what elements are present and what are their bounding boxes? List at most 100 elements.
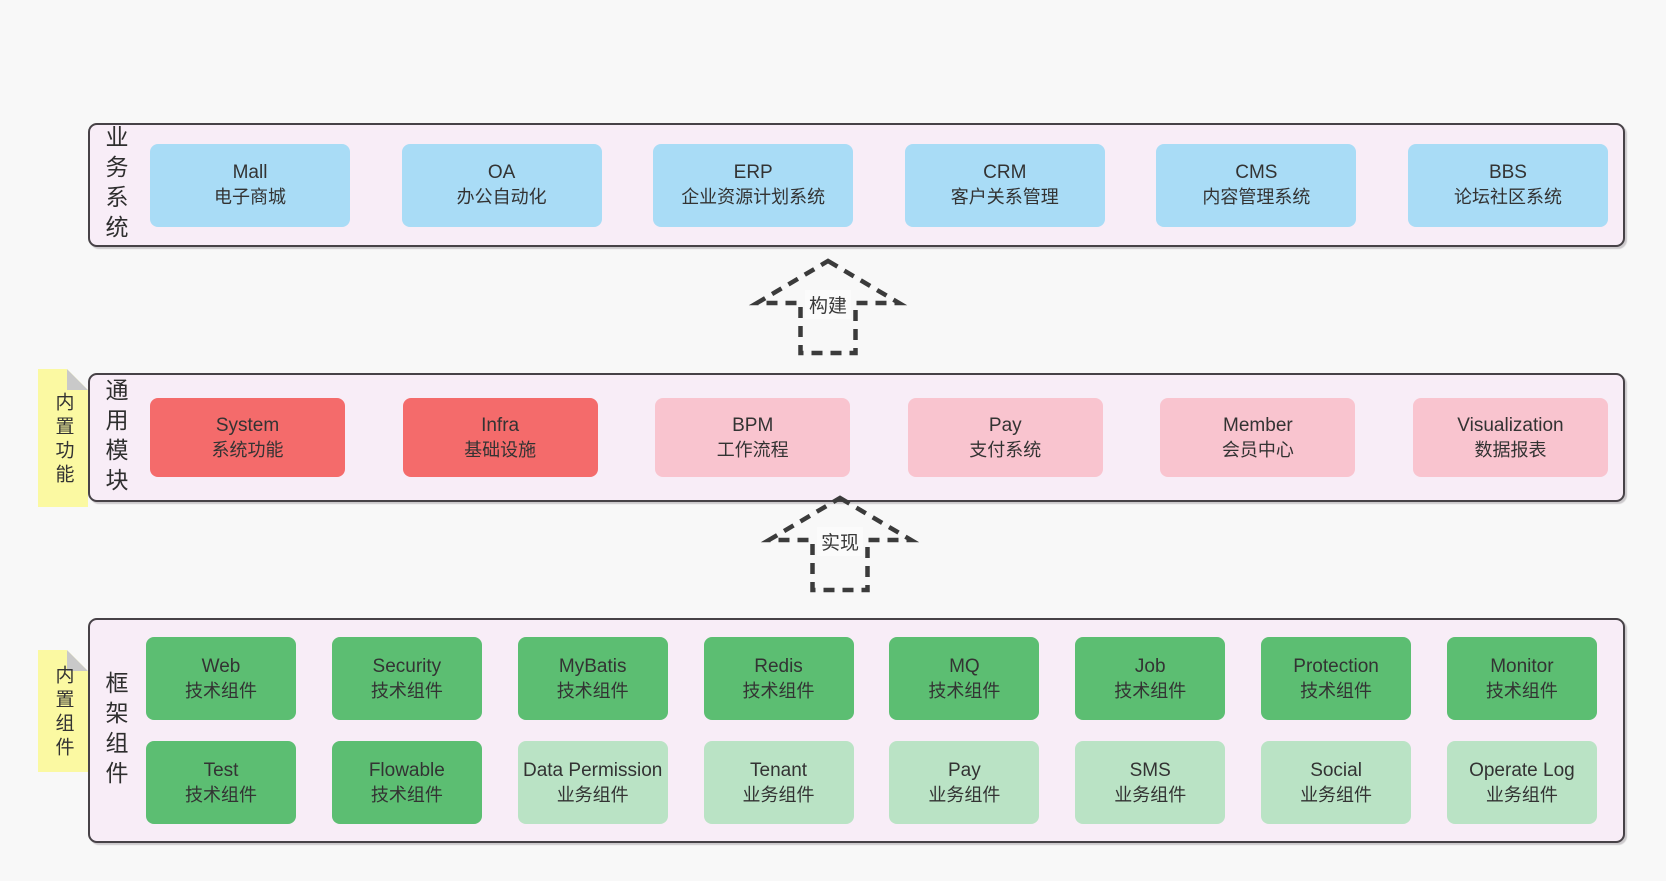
box-title: BBS — [1488, 162, 1527, 183]
box-title: OA — [487, 162, 516, 183]
box-subtitle: 数据报表 — [1474, 439, 1547, 460]
box-subtitle: 技术组件 — [370, 680, 443, 701]
box-oa: OA 办公自动化 — [401, 143, 602, 227]
box-mq: MQ 技术组件 — [889, 637, 1040, 720]
layer-label-business: 业务系统 — [102, 125, 128, 245]
box-erp: ERP 企业资源计划系统 — [653, 143, 854, 227]
box-web: Web 技术组件 — [146, 637, 296, 720]
box-subtitle: 工作流程 — [716, 439, 789, 460]
arrow-implement-label: 实现 — [816, 527, 864, 556]
box-subtitle: 会员中心 — [1221, 439, 1294, 460]
box-operate-log: Operate Log 业务组件 — [1446, 741, 1597, 824]
box-title: Data Permission — [522, 759, 663, 781]
box-title: Pay — [988, 414, 1022, 436]
box-bbs: BBS 论坛社区系统 — [1407, 143, 1608, 227]
box-tenant: Tenant 业务组件 — [703, 741, 854, 824]
box-subtitle: 支付系统 — [969, 439, 1042, 460]
box-subtitle: 技术组件 — [556, 680, 629, 701]
box-title: Web — [201, 655, 241, 677]
components-grid: Web 技术组件 Security 技术组件 MyBatis 技术组件 Redi… — [126, 620, 1623, 841]
box-infra: Infra 基础设施 — [402, 398, 598, 477]
box-title: Monitor — [1490, 655, 1554, 677]
layer-label-modules: 通用模块 — [102, 377, 128, 498]
box-subtitle: 电子商城 — [214, 187, 286, 207]
box-pay-component: Pay 业务组件 — [889, 741, 1040, 824]
layer-common-modules: 通用模块 System 系统功能 Infra 基础设施 BPM 工作流程 Pay… — [88, 373, 1625, 502]
tab-built-in-features: 内置功能 — [38, 369, 88, 507]
box-subtitle: 技术组件 — [185, 784, 257, 805]
box-sms: SMS 业务组件 — [1075, 741, 1226, 824]
box-subtitle: 技术组件 — [370, 784, 443, 805]
box-subtitle: 业务组件 — [928, 784, 1001, 805]
tab-built-in-components: 内置组件 — [38, 650, 88, 772]
box-title: Redis — [754, 655, 803, 677]
box-subtitle: 客户关系管理 — [950, 187, 1059, 207]
box-subtitle: 技术组件 — [1114, 680, 1187, 701]
arrow-build-label: 构建 — [804, 290, 852, 319]
arrow-build: 构建 — [748, 257, 908, 357]
arrow-implement: 实现 — [760, 494, 920, 594]
box-subtitle: 企业资源计划系统 — [681, 187, 826, 207]
box-subtitle: 业务组件 — [1300, 784, 1373, 805]
box-title: CRM — [983, 162, 1027, 183]
box-subtitle: 办公自动化 — [456, 187, 547, 207]
layer-label-components: 框架组件 — [102, 670, 128, 791]
box-subtitle: 业务组件 — [742, 784, 815, 805]
box-subtitle: 技术组件 — [1300, 680, 1373, 701]
box-subtitle: 技术组件 — [185, 680, 257, 701]
box-subtitle: 技术组件 — [1485, 680, 1558, 701]
box-cms: CMS 内容管理系统 — [1156, 143, 1357, 227]
box-bpm: BPM 工作流程 — [655, 398, 851, 477]
box-protection: Protection 技术组件 — [1261, 637, 1412, 720]
box-title: Job — [1134, 655, 1166, 677]
box-title: Member — [1223, 414, 1293, 436]
box-title: Visualization — [1457, 414, 1564, 436]
box-system: System 系统功能 — [150, 398, 345, 477]
box-title: Operate Log — [1469, 759, 1575, 781]
box-subtitle: 技术组件 — [742, 680, 815, 701]
box-security: Security 技术组件 — [331, 637, 482, 720]
box-visualization: Visualization 数据报表 — [1412, 398, 1608, 477]
box-title: BPM — [732, 414, 774, 436]
modules-boxes-row: System 系统功能 Infra 基础设施 BPM 工作流程 Pay 支付系统… — [126, 375, 1623, 500]
box-subtitle: 技术组件 — [928, 680, 1001, 701]
box-subtitle: 业务组件 — [556, 784, 629, 805]
box-pay-module: Pay 支付系统 — [907, 398, 1103, 477]
box-social: Social 业务组件 — [1261, 741, 1412, 824]
box-member: Member 会员中心 — [1160, 398, 1356, 477]
box-mall: Mall 电子商城 — [150, 143, 350, 227]
box-flowable: Flowable 技术组件 — [331, 741, 482, 824]
tab-label: 内置组件 — [52, 665, 74, 761]
box-title: MQ — [949, 655, 980, 677]
box-mybatis: MyBatis 技术组件 — [517, 637, 668, 720]
box-test: Test 技术组件 — [146, 741, 296, 824]
components-row-2: Test 技术组件 Flowable 技术组件 Data Permission … — [146, 741, 1597, 824]
box-crm: CRM 客户关系管理 — [904, 143, 1105, 227]
business-boxes-row: Mall 电子商城 OA 办公自动化 ERP 企业资源计划系统 CRM 客户关系… — [126, 125, 1623, 245]
layer-business-systems: 业务系统 Mall 电子商城 OA 办公自动化 ERP 企业资源计划系统 CRM… — [88, 123, 1625, 247]
components-row-1: Web 技术组件 Security 技术组件 MyBatis 技术组件 Redi… — [146, 637, 1597, 720]
box-subtitle: 内容管理系统 — [1202, 187, 1311, 207]
box-data-permission: Data Permission 业务组件 — [517, 741, 668, 824]
layer-framework-components: 框架组件 Web 技术组件 Security 技术组件 MyBatis 技术组件… — [88, 618, 1625, 843]
tab-label: 内置功能 — [52, 392, 74, 488]
box-monitor: Monitor 技术组件 — [1446, 637, 1597, 720]
box-title: Infra — [481, 414, 520, 436]
box-subtitle: 系统功能 — [211, 439, 284, 460]
box-subtitle: 论坛社区系统 — [1453, 187, 1562, 207]
box-title: System — [215, 414, 280, 436]
box-redis: Redis 技术组件 — [703, 637, 854, 720]
box-title: Tenant — [750, 759, 808, 781]
box-title: Pay — [948, 759, 981, 781]
box-subtitle: 业务组件 — [1485, 784, 1558, 805]
box-title: MyBatis — [558, 655, 627, 677]
box-subtitle: 业务组件 — [1114, 784, 1187, 805]
box-title: Mall — [232, 162, 268, 183]
box-subtitle: 基础设施 — [464, 439, 537, 460]
box-title: CMS — [1235, 162, 1278, 183]
box-title: Test — [203, 759, 239, 781]
box-title: ERP — [733, 162, 773, 183]
box-title: Social — [1310, 759, 1362, 781]
box-title: Security — [372, 655, 442, 677]
